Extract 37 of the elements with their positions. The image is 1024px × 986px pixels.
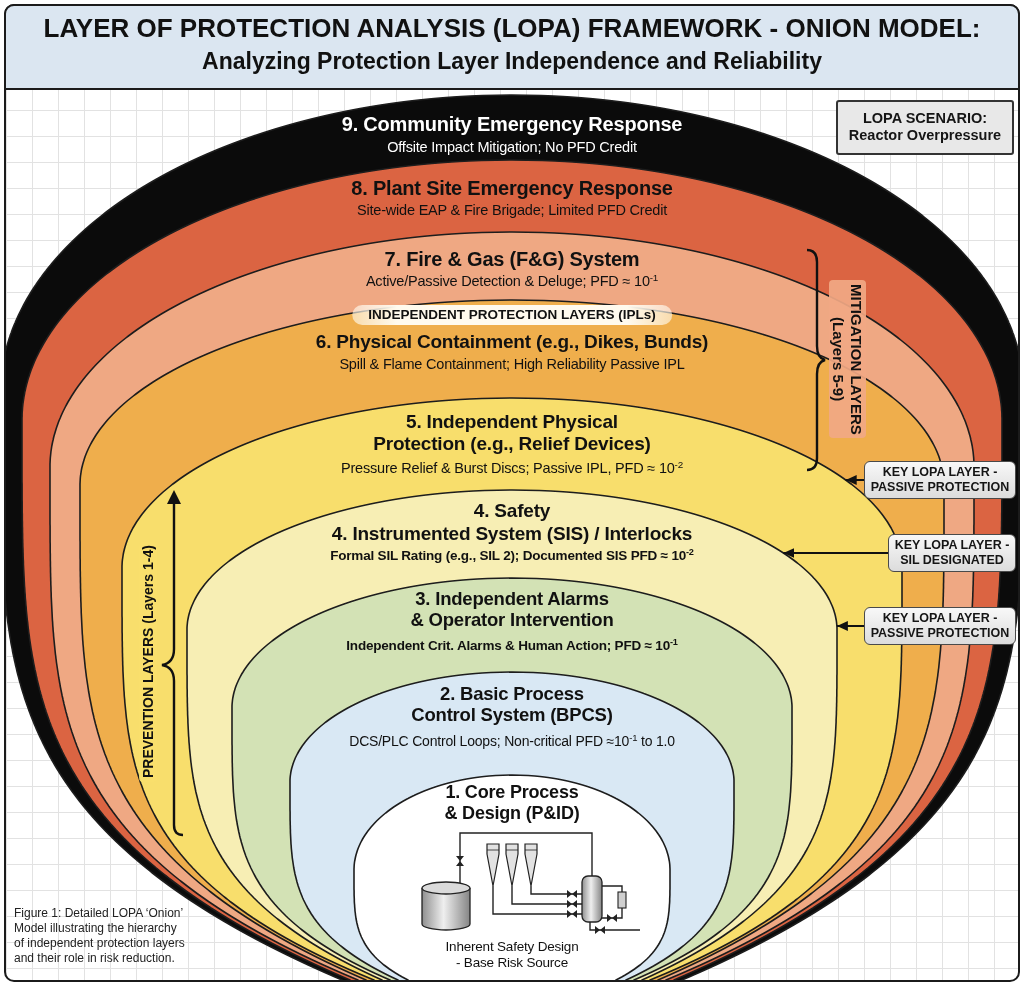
layer-description: Formal SIL Rating (e.g., SIL 2); Documented SIS PFD ≈ 10$^{-2}$: [330, 548, 694, 564]
arrow: [782, 548, 889, 558]
diagram-subtitle: Analyzing Protection Layer Independence and Reliability: [202, 48, 822, 75]
protection-layer: [353, 774, 671, 980]
layer-description: Inherent Safety Design - Base Risk Source: [445, 939, 579, 971]
protection-layer: [186, 489, 838, 980]
callout-text: LOPA SCENARIO: Reactor Overpressure: [848, 110, 1002, 145]
callout-text: KEY LOPA LAYER - PASSIVE PROTECTION: [870, 465, 1010, 495]
layer-description: Pressure Relief & Burst Discs; Passive IPL, PFD ≈ 10$^{-2}$: [341, 460, 683, 477]
layer-description: Offsite Impact Mitigation; No PFD Credit: [387, 139, 637, 156]
protection-layer: [289, 671, 735, 980]
layer-title: 1. Core Process & Design (P&ID): [443, 782, 581, 824]
bracket-label: PREVENTION LAYERS (Layers 1-4): [139, 542, 158, 782]
layer-description: Site-wide EAP & Fire Brigade; Limited PFD Credit: [356, 202, 668, 219]
layer-description: Active/Passive Detection & Deluge; PFD ≈ 10$^{-1}$: [365, 273, 659, 290]
layer-title: 4. Safety: [473, 500, 551, 522]
layer-title: 4. Instrumented System (SIS) / Interlocks: [331, 523, 693, 545]
scenario-box: [836, 100, 1014, 155]
layer-title: 7. Fire & Gas (F&G) System: [384, 248, 640, 271]
protection-layer: [231, 577, 793, 980]
callout-text: KEY LOPA LAYER - PASSIVE PROTECTION: [870, 611, 1010, 641]
arrow: [835, 621, 865, 631]
layer-title: 2. Basic Process Control System (BPCS): [410, 683, 614, 726]
layer-title: 3. Independent Alarms & Operator Intervention: [409, 588, 615, 631]
layer-description: Independent Crit. Alarms & Human Action; PFD ≈ 10$^{-1}$: [346, 638, 678, 654]
layer-title: 6. Physical Containment (e.g., Dikes, Bunds): [315, 331, 709, 353]
layer-title: 5. Independent Physical Protection (e.g., Relief Devices): [372, 411, 652, 455]
callout-text: KEY LOPA LAYER - SIL DESIGNATED: [894, 538, 1010, 568]
arrow: [844, 475, 865, 485]
diagram-title: LAYER OF PROTECTION ANALYSIS (LOPA) FRAMEWORK - ONION MODEL:: [43, 14, 981, 44]
layer-title: 9. Community Emergency Response: [341, 113, 683, 136]
layer-description: DCS/PLC Control Loops; Non-critical PFD ≈10$^{-1}$ to 1.0: [349, 733, 675, 750]
layer-title: 8. Plant Site Emergency Response: [351, 177, 673, 200]
bracket-label: MITIGATION LAYERS (Layers 5-9): [829, 280, 866, 438]
band-label: INDEPENDENT PROTECTION LAYERS (IPLs): [352, 305, 672, 325]
figure-caption: Figure 1: Detailed LOPA ‘Onion’ Model illustrating the hierarchy of independent protection layers and their role in risk reduction.: [14, 906, 186, 966]
layer-description: Spill & Flame Containment; High Reliability Passive IPL: [339, 356, 685, 373]
